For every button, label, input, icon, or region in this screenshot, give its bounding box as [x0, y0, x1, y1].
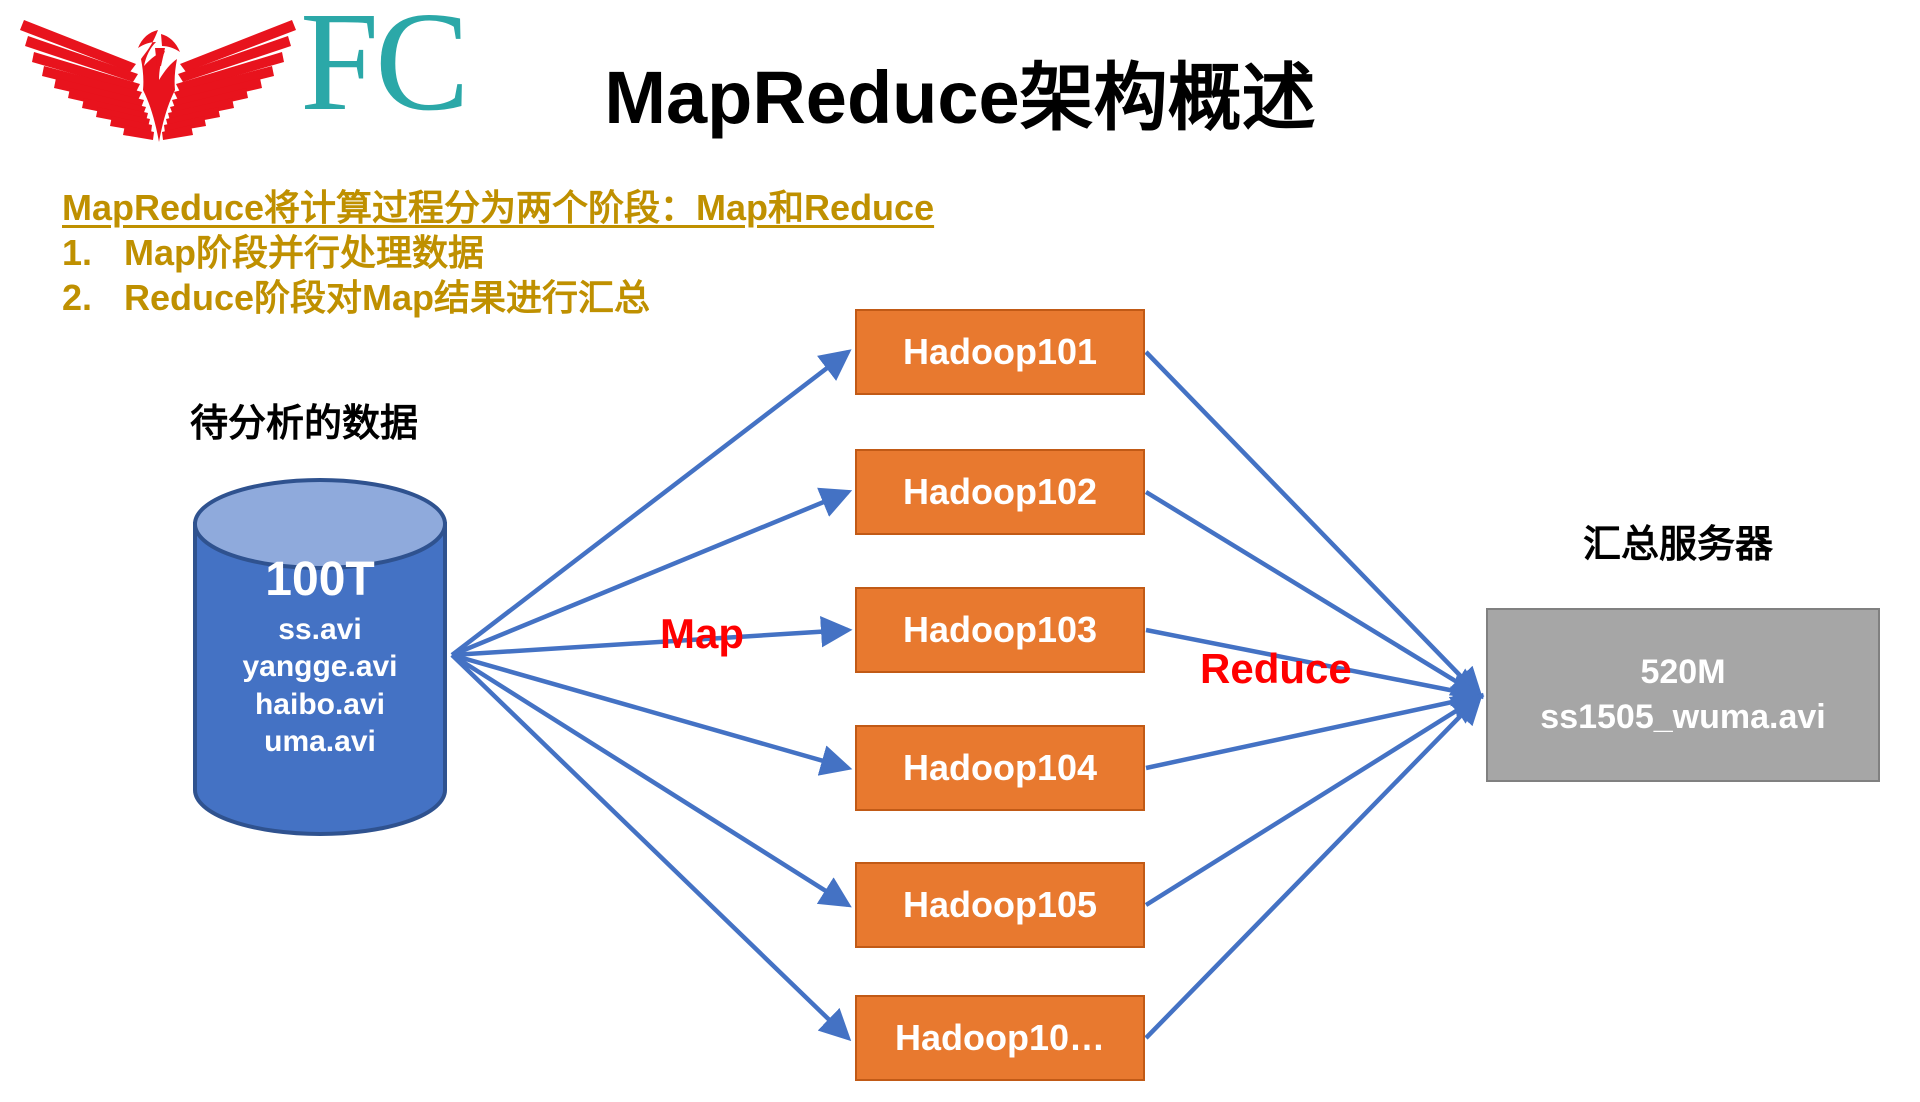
result-size: 520M: [1640, 653, 1726, 692]
bullet-number: 1.: [62, 232, 93, 274]
map-arrow-4: [451, 652, 853, 776]
brand-logo: FC: [18, 0, 488, 144]
map-arrow-2: [451, 487, 853, 658]
worker-node-hadoop103[interactable]: Hadoop103: [855, 587, 1145, 673]
bullets-heading: MapReduce将计算过程分为两个阶段：Map和Reduce: [62, 187, 935, 228]
worker-node-hadoop104[interactable]: Hadoop104: [855, 725, 1145, 811]
result-file: ss1505_wuma.avi: [1540, 698, 1826, 736]
map-arrow-6: [450, 653, 852, 1042]
result-server-box[interactable]: 520M ss1505_wuma.avi: [1486, 608, 1880, 782]
source-file: uma.avi: [264, 725, 376, 759]
bullet-item-2: 2. Reduce阶段对Map结果进行汇总: [62, 276, 1162, 319]
map-arrow-1: [450, 349, 852, 657]
eagle-logo-icon: [20, 20, 296, 142]
map-arrow-3: [451, 615, 853, 658]
worker-node-hadoop101[interactable]: Hadoop101: [855, 309, 1145, 395]
source-data-cylinder: [193, 478, 447, 836]
map-stage-label: Map: [660, 610, 744, 657]
bullet-block: MapReduce将计算过程分为两个阶段：Map和Reduce 1. Map阶段…: [62, 186, 1162, 320]
bullet-text: Map阶段并行处理数据: [124, 232, 485, 274]
worker-node-hadoop10x[interactable]: Hadoop10…: [855, 995, 1145, 1081]
slide-title: MapReduce架构概述: [604, 56, 1316, 139]
result-server-label: 汇总服务器: [1583, 524, 1774, 566]
reduce-stage-label: Reduce: [1200, 645, 1352, 692]
reduce-arrow-6: [1144, 692, 1484, 1040]
worker-node-hadoop102[interactable]: Hadoop102: [855, 449, 1145, 535]
source-file: yangge.avi: [242, 650, 398, 684]
source-size: 100T: [265, 553, 375, 606]
bullet-number: 2.: [62, 277, 93, 319]
reduce-arrow-4: [1145, 686, 1485, 771]
source-file: haibo.avi: [254, 687, 386, 721]
bullet-item-1: 1. Map阶段并行处理数据: [62, 231, 1162, 274]
reduce-arrow-5: [1144, 693, 1484, 907]
source-file: ss.avi: [278, 612, 362, 646]
source-data-label: 待分析的数据: [190, 403, 419, 445]
source-data-text: 100T ss.avi yangge.avi haibo.avi uma.avi: [192, 553, 448, 761]
fc-wordmark: FC: [300, 0, 470, 140]
bullet-text: Reduce阶段对Map结果进行汇总: [124, 277, 651, 319]
map-arrow-5: [450, 653, 852, 908]
worker-node-hadoop105[interactable]: Hadoop105: [855, 862, 1145, 948]
